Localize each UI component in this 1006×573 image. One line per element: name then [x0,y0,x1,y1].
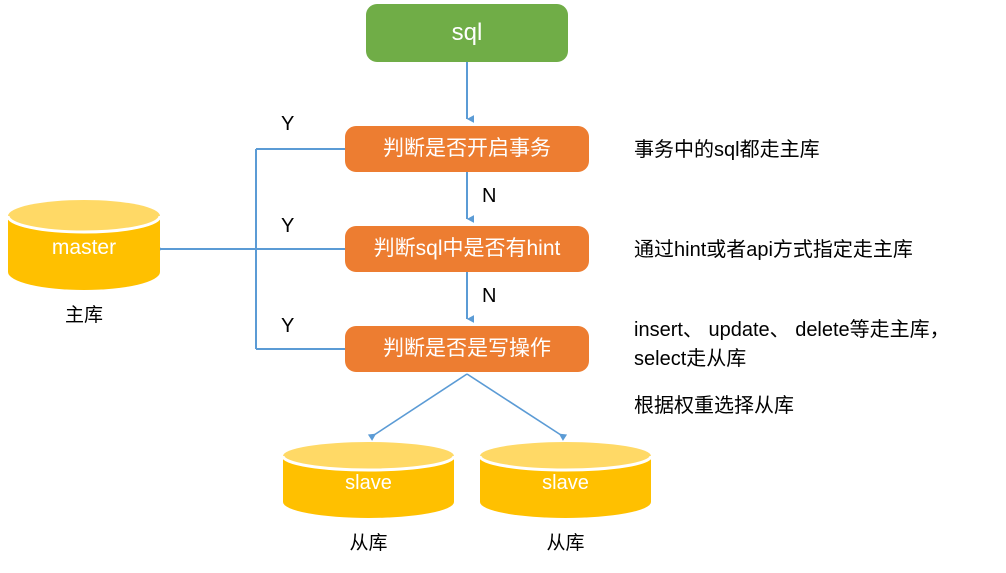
node-master-database[interactable]: master [6,198,162,290]
node-master-database-label: master [51,236,117,259]
node-decision-write[interactable]: 判断是否是写操作 [345,326,589,372]
node-decision-hint[interactable]: 判断sql中是否有hint [345,226,589,272]
annotation-hint: 通过hint或者api方式指定走主库 [634,239,913,261]
database-cylinder-icon [281,442,456,518]
edge-label-yes-write: Y [281,315,295,337]
node-slave2-database-label: slave [542,472,589,494]
edge-write-to-slave1 [367,373,468,441]
edge-write-to-slave2 [466,373,568,441]
database-cylinder-icon [6,200,162,290]
node-decision-write-label: 判断是否是写操作 [383,336,551,360]
node-decision-hint-label: 判断sql中是否有hint [373,236,561,260]
node-slave2-database[interactable]: slave [478,440,653,518]
edge-label-no-hint: N [482,285,497,307]
annotation-slave-weight: 根据权重选择从库 [634,395,794,417]
edge-label-no-transaction: N [482,185,497,207]
caption-master-database: 主库 [64,305,103,326]
node-sql[interactable]: sql [366,4,568,62]
node-decision-transaction[interactable]: 判断是否开启事务 [345,126,589,172]
node-decision-transaction-label: 判断是否开启事务 [383,136,551,160]
annotation-write: insert、 update、 delete等走主库， select走从库 [634,319,950,370]
edge-yes-branches-to-master [155,148,345,350]
edge-label-yes-transaction: Y [281,113,295,135]
node-sql-label: sql [451,19,483,47]
caption-slave1-database: 从库 [349,533,388,554]
database-cylinder-icon [478,442,653,518]
node-slave1-database[interactable]: slave [281,440,456,518]
caption-slave2-database: 从库 [546,533,585,554]
annotation-transaction: 事务中的sql都走主库 [634,139,820,161]
node-slave1-database-label: slave [345,472,392,494]
edge-label-yes-hint: Y [281,215,295,237]
